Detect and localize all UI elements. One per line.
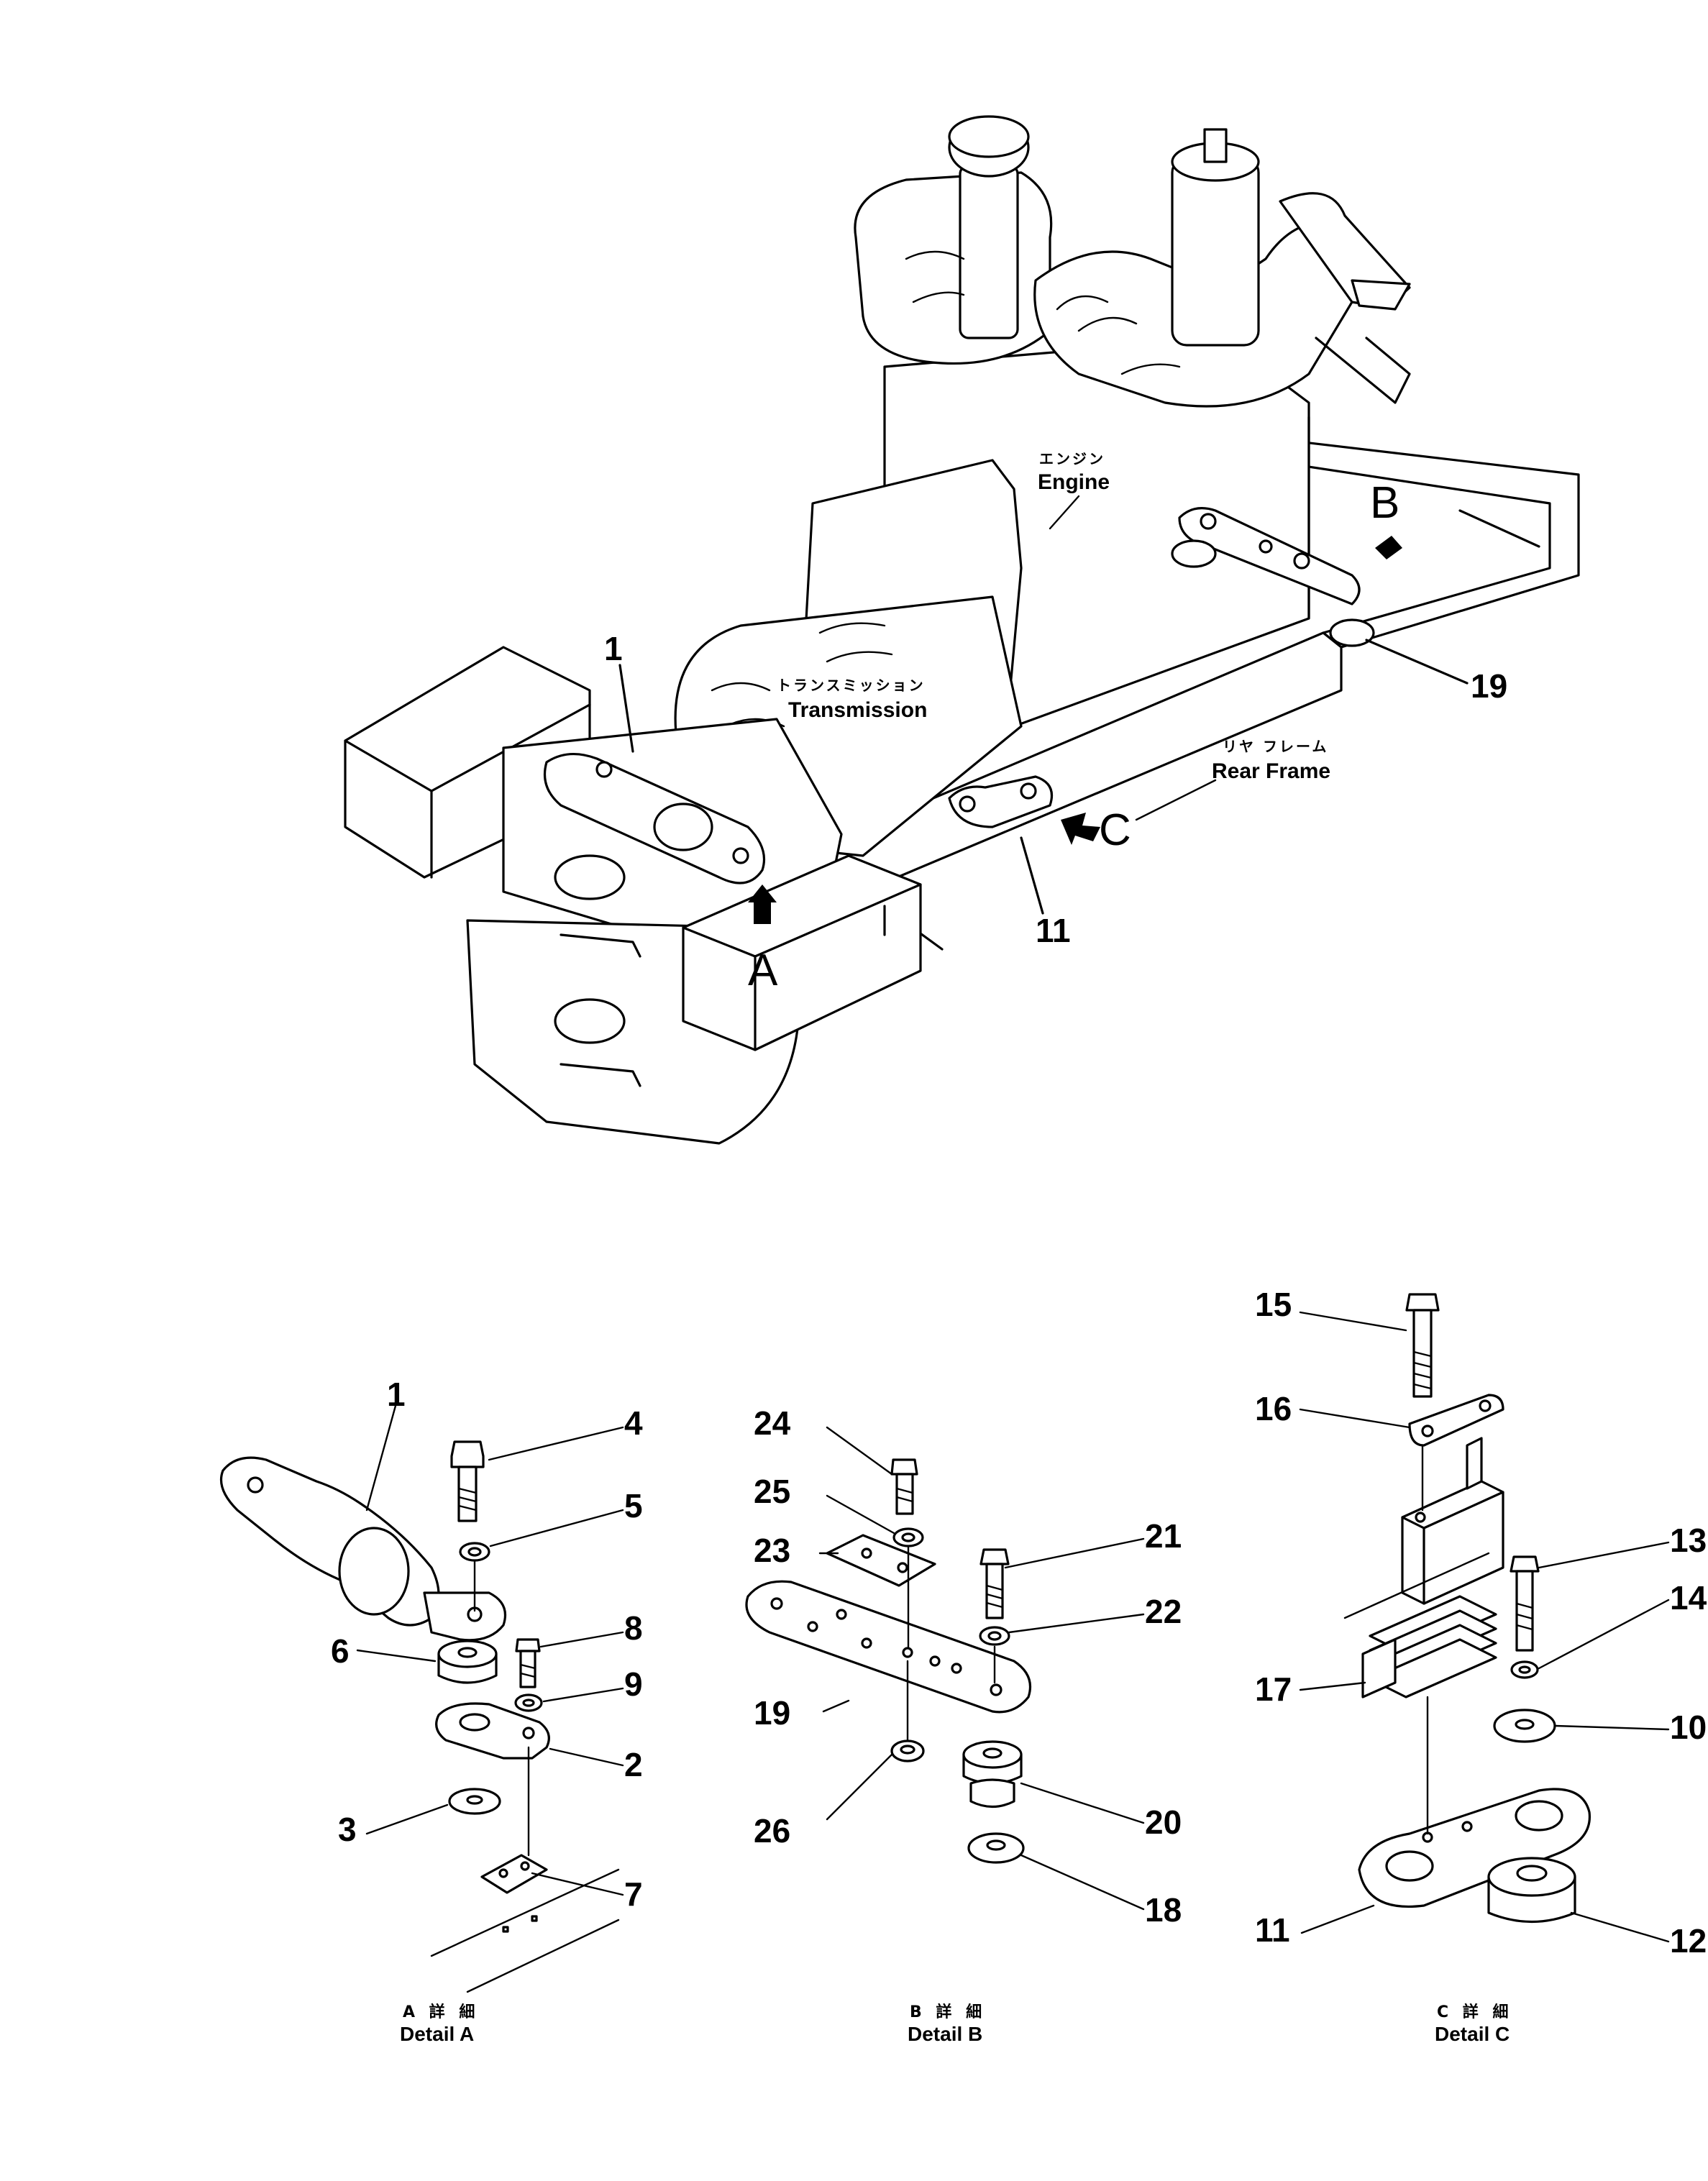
- detail-a: 1 4 5 6 8 9 2 3 7 A 詳 細 Detail A: [219, 1376, 643, 2045]
- part-2-plate: [435, 1702, 550, 1760]
- part-12-cushion: [1487, 1857, 1576, 1924]
- callout-b-19: 19: [754, 1694, 790, 1732]
- transmission-label-jp: トランスミッション: [777, 677, 926, 694]
- callout-c-17: 17: [1255, 1670, 1292, 1708]
- view-arrow-a: [748, 884, 777, 924]
- detail-a-caption-jp: A 詳 細: [403, 2003, 479, 2021]
- part-4-bolt: [450, 1440, 485, 1522]
- detail-b-caption-en: Detail B: [908, 2023, 982, 2045]
- transmission-label-en: Transmission: [788, 698, 927, 722]
- engine-label-jp: エンジン: [1039, 450, 1105, 467]
- callout-c-16: 16: [1255, 1390, 1292, 1427]
- mount-b-assembly: [1171, 507, 1375, 647]
- part-20-cushion: [962, 1740, 1023, 1809]
- callout-b-23: 23: [754, 1532, 790, 1569]
- callout-b-22: 22: [1145, 1593, 1182, 1630]
- detail-c-caption-jp: C 詳 細: [1437, 2003, 1512, 2021]
- part-8-bolt: [515, 1638, 541, 1688]
- callout-b-25: 25: [754, 1473, 790, 1510]
- callout-a-2: 2: [624, 1746, 643, 1783]
- rear-frame-label-en: Rear Frame: [1212, 759, 1330, 783]
- mount-c-block: [1343, 1437, 1504, 1619]
- detail-c-caption-en: Detail C: [1435, 2023, 1510, 2045]
- part-6-cushion: [437, 1640, 498, 1684]
- callout-a-1: 1: [387, 1376, 406, 1413]
- part-11-plate: [1358, 1788, 1591, 1908]
- detail-a-caption-en: Detail A: [400, 2023, 474, 2045]
- front-mount-block: [682, 854, 922, 1051]
- callout-c-13: 13: [1670, 1522, 1707, 1559]
- part-21-bolt: [979, 1548, 1010, 1619]
- front-mount-bracket: [543, 752, 766, 884]
- callout-a-3: 3: [338, 1811, 357, 1848]
- callout-a-4: 4: [624, 1404, 643, 1442]
- callout-c-15: 15: [1255, 1286, 1292, 1323]
- callout-b-21: 21: [1145, 1517, 1182, 1555]
- part-13-bolt: [1510, 1555, 1540, 1652]
- part-24-bolt: [890, 1458, 918, 1515]
- detail-b: 24 25 23 21 22 19 20 26 18 B 詳 細 Detail …: [745, 1404, 1182, 2045]
- callout-c-10: 10: [1670, 1709, 1707, 1746]
- view-letter-c: C: [1099, 805, 1131, 855]
- air-cleaner-pipe: [959, 164, 1019, 339]
- callout-a-7: 7: [624, 1875, 643, 1913]
- callout-main-11: 11: [1036, 912, 1071, 949]
- detail-c: 15 16 17 13 14 10 11 12 C 詳 細 Detail C: [1255, 1286, 1707, 2045]
- main-assembly-view: A B C エンジン Engine トランスミッション Transmission…: [344, 115, 1580, 1145]
- part-15-bolt: [1405, 1293, 1440, 1398]
- mount-c-assembly: [948, 775, 1054, 828]
- callout-a-8: 8: [624, 1609, 643, 1647]
- callout-c-11: 11: [1255, 1911, 1290, 1949]
- callout-main-19: 19: [1471, 667, 1507, 705]
- callout-a-6: 6: [331, 1632, 350, 1670]
- callout-main-1: 1: [604, 630, 623, 667]
- callout-b-26: 26: [754, 1812, 790, 1849]
- part-17-shims: [1361, 1595, 1497, 1698]
- callout-a-9: 9: [624, 1665, 643, 1703]
- part-16-plate: [1408, 1394, 1504, 1447]
- callout-a-5: 5: [624, 1487, 643, 1524]
- callout-c-12: 12: [1670, 1922, 1707, 1960]
- callout-b-20: 20: [1145, 1803, 1182, 1841]
- callout-b-18: 18: [1145, 1891, 1182, 1929]
- engine-label-en: Engine: [1038, 470, 1110, 494]
- view-letter-a: A: [748, 946, 778, 995]
- callout-c-14: 14: [1670, 1579, 1707, 1617]
- engine: [854, 115, 1411, 728]
- view-letter-b: B: [1370, 478, 1399, 528]
- view-arrow-c: [1061, 813, 1100, 845]
- part-7-plate: [480, 1854, 548, 1894]
- part-19-bar: [745, 1580, 1032, 1714]
- callout-b-24: 24: [754, 1404, 791, 1442]
- rear-frame-label-jp: リヤ フレーム: [1223, 738, 1328, 755]
- view-arrow-b: [1352, 536, 1402, 568]
- detail-b-caption-jp: B 詳 細: [910, 2003, 986, 2021]
- muffler: [1171, 157, 1260, 347]
